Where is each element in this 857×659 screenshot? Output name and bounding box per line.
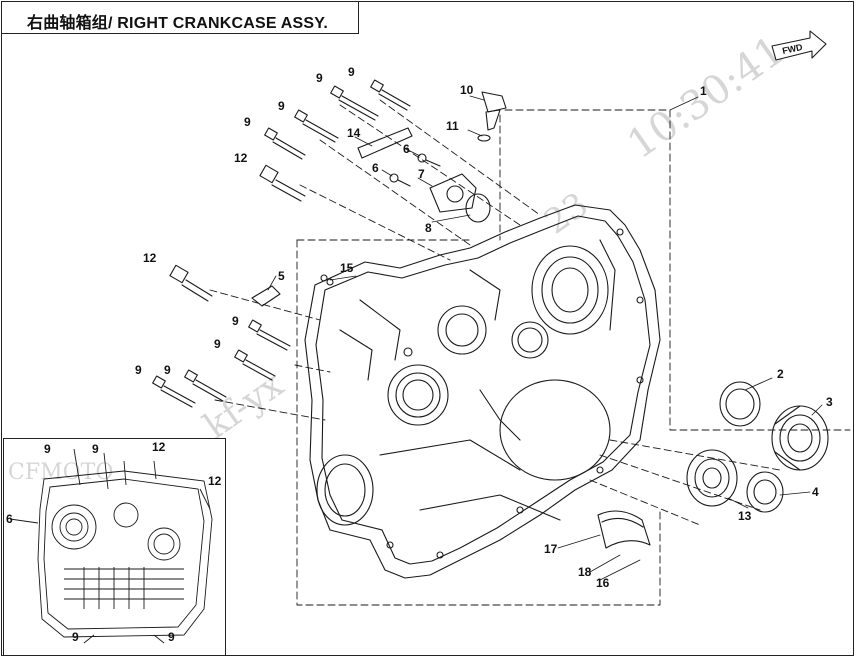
callout-2: 2: [777, 367, 784, 381]
callout-11: 11: [446, 119, 459, 133]
dowel-icon: [251, 285, 281, 307]
watermark-code: kf-yx: [197, 364, 292, 447]
callout-18: 18: [578, 565, 592, 579]
callout-17: 17: [544, 542, 558, 556]
callout-3: 3: [826, 395, 833, 409]
bolt-icon: [389, 173, 411, 187]
bolt-icon: [417, 153, 441, 167]
sensor-icon: [481, 91, 507, 131]
bolt-icon: [259, 164, 306, 202]
bolt-icon: [330, 85, 379, 121]
title-box: 右曲轴箱组/ RIGHT CRANKCASE ASSY.: [1, 1, 359, 34]
callout-13: 13: [738, 509, 752, 523]
callout-14: 14: [347, 126, 361, 140]
bolt-icon: [294, 109, 339, 143]
o-ring-icon: [465, 193, 491, 223]
callout-1: 1: [700, 84, 707, 98]
callout-leaders: [267, 95, 823, 581]
inset-drawing: CFMOTO 9 9 12 12 6 9 9: [6, 440, 222, 644]
callout-12b: 12: [143, 251, 157, 265]
callout-9a: 9: [348, 65, 355, 79]
inset-callout-9a: 9: [44, 442, 51, 456]
fwd-label: FWD: [781, 42, 804, 56]
inset-callout-12b: 12: [208, 474, 222, 488]
inset-callout-6: 6: [6, 512, 13, 526]
diagram-title: 右曲轴箱组/ RIGHT CRANKCASE ASSY.: [27, 15, 329, 32]
fwd-arrow-icon: FWD: [771, 30, 827, 61]
bolt-icon: [370, 79, 411, 111]
callout-9b: 9: [316, 71, 323, 85]
crankcase-housing: [304, 204, 661, 579]
bolt-icon: [169, 264, 213, 302]
bearing-icon: [686, 449, 738, 507]
bolt-icon: [264, 127, 306, 160]
callout-4: 4: [812, 485, 819, 499]
inset-assembled-view: CFMOTO 9 9 12 12 6 9 9: [3, 438, 226, 656]
callout-9c: 9: [278, 99, 285, 113]
bolt-icon: [152, 375, 196, 408]
oil-seal-icon: [719, 381, 761, 427]
callout-6b: 6: [372, 161, 379, 175]
callout-16: 16: [596, 576, 610, 590]
callout-5: 5: [278, 269, 285, 283]
watermark-date: 23: [537, 185, 595, 243]
dashed-leaders: [209, 99, 851, 606]
callout-15: 15: [340, 261, 354, 275]
breather-plate-icon: [357, 127, 413, 159]
callout-9h: 9: [164, 363, 171, 377]
callout-9e: 9: [232, 314, 239, 328]
inset-callout-9c: 9: [72, 630, 79, 644]
inset-callout-9d: 9: [168, 630, 175, 644]
washer-icon: [477, 134, 491, 142]
inset-callout-9b: 9: [92, 442, 99, 456]
bolt-icon: [248, 319, 291, 351]
bolt-icon: [184, 369, 227, 402]
callout-6a: 6: [403, 142, 410, 156]
cover-plate-icon: [429, 173, 477, 213]
bearing-icon: [746, 471, 784, 513]
plug-icon: [320, 274, 328, 282]
bearing-icon: [771, 405, 829, 471]
callout-7: 7: [418, 167, 425, 181]
small-parts: [251, 91, 507, 307]
callout-10: 10: [460, 83, 474, 97]
callout-9f: 9: [214, 337, 221, 351]
callout-12a: 12: [234, 151, 248, 165]
callout-8: 8: [425, 221, 432, 235]
bolt-set: [152, 79, 411, 408]
bolt-icon: [234, 349, 276, 381]
bushing-icon: [597, 510, 651, 549]
callout-9d: 9: [244, 115, 251, 129]
callout-9g: 9: [135, 363, 142, 377]
inset-watermark: CFMOTO: [8, 460, 113, 485]
inset-callout-12a: 12: [152, 440, 166, 454]
bearings: [597, 381, 829, 549]
